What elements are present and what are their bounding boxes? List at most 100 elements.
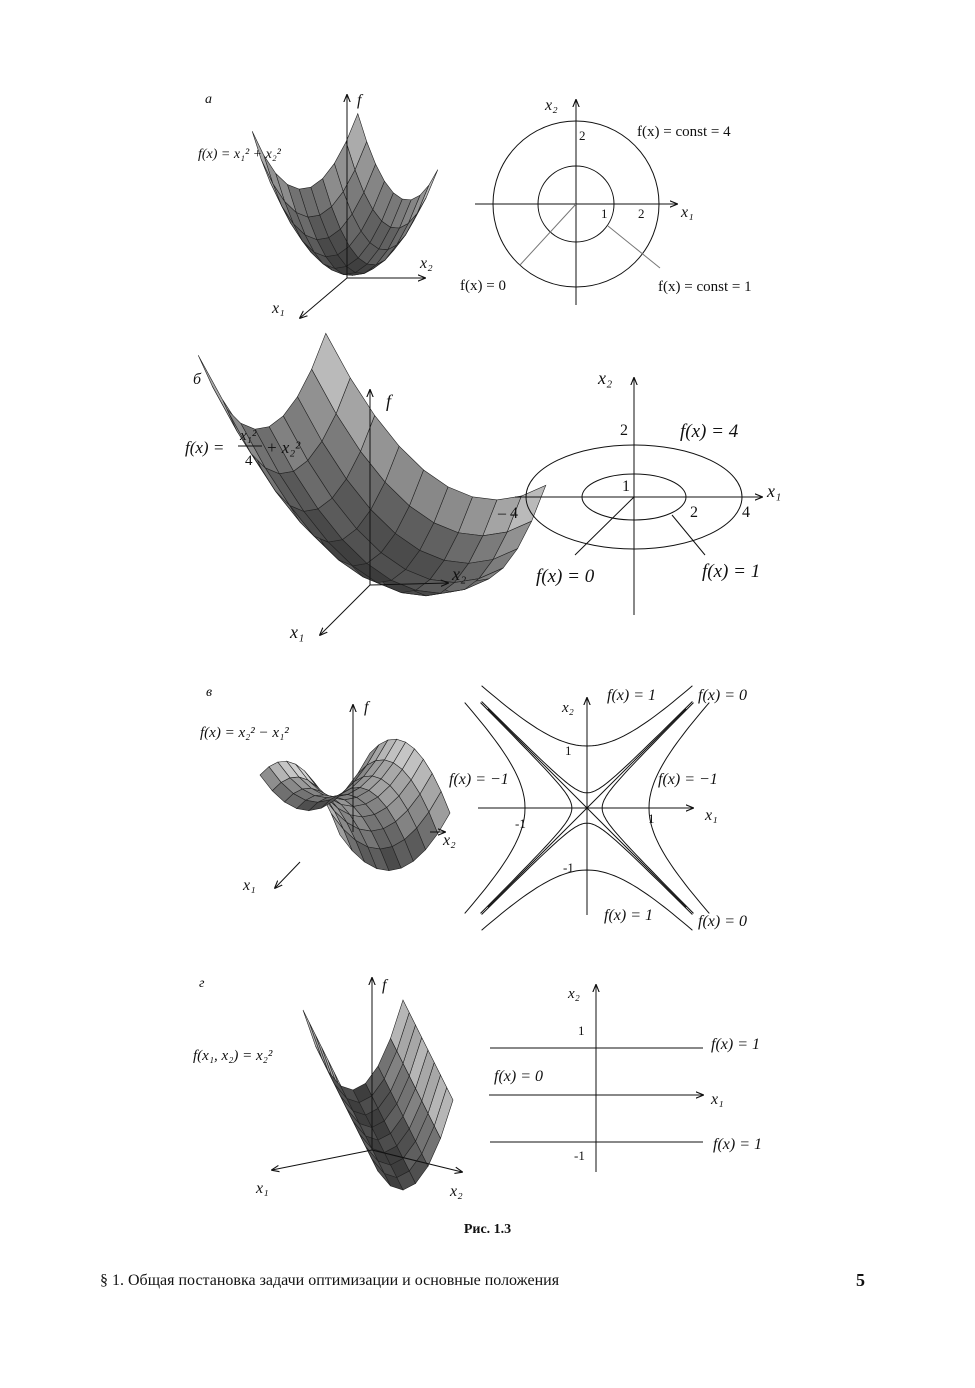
panel-a: а f(x) = x₁² + x₂² f x₂ x₁ x₂ x₁ 2 1 2 f…: [198, 92, 752, 318]
label-x2: x₂: [544, 97, 558, 114]
surface-patch: [197, 355, 238, 432]
leader-line: [519, 203, 577, 266]
level-label: f(x) = 1: [604, 907, 653, 924]
panel-d: г f(x₁, x₂) = x₂² f x₂ x₁ x₂ x₁ 1 -1 f(x…: [193, 976, 762, 1200]
level-label: f(x) = 0: [698, 913, 747, 930]
surface-patch: [251, 131, 274, 184]
surface-elliptic-paraboloid: [197, 332, 547, 597]
level-label: f(x) = 1: [711, 1036, 760, 1053]
surface-parabolic-cylinder: [302, 999, 454, 1191]
level-label: f(x) = const = 4: [637, 124, 731, 140]
formula: f(x) =: [185, 438, 224, 457]
formula: f(x₁, x₂) = x₂²: [193, 1048, 273, 1064]
axis-f-label: f: [386, 391, 394, 411]
figure-caption: Рис. 1.3: [463, 1222, 512, 1237]
formula: f(x) = x₁² + x₂²: [198, 147, 282, 162]
surface-patch: [302, 1009, 323, 1059]
level-curve: [481, 822, 693, 915]
axis-x1: [275, 861, 301, 888]
tick: 2: [638, 206, 645, 221]
level-curve-1: [537, 165, 615, 243]
axis-x1-label: x₁: [271, 300, 285, 317]
tick: 1: [601, 206, 608, 221]
axis-x2: [369, 583, 448, 585]
level-curve-4: [525, 444, 743, 550]
axis-f-label: f: [382, 977, 389, 994]
label-x1: x₁: [704, 807, 718, 824]
leader-line: [607, 225, 661, 269]
panel-letter: в: [206, 685, 212, 700]
surface-patch: [327, 1071, 348, 1099]
axis-x2-label: x₂: [449, 1183, 463, 1200]
axis-x1-label: x₁: [242, 877, 256, 894]
level-curve: [481, 701, 693, 794]
tick: 1: [622, 478, 630, 495]
panel-c: в f(x) = x₂² − x₁² f x₂ x₁ x₂ x₁ 1 -1 1 …: [200, 685, 747, 931]
level-curve: [480, 702, 573, 914]
axis-x1: [300, 277, 348, 318]
level-curve-1: [581, 473, 687, 521]
formula: + x₂²: [266, 438, 301, 457]
hyperbola-level-curves: [464, 685, 710, 931]
formula: f(x) = x₂² − x₁²: [200, 725, 289, 741]
tick: – 4: [497, 505, 518, 522]
surface-patch: [263, 155, 285, 202]
level-curve: [481, 869, 693, 931]
axis-x1-label: x₁: [255, 1180, 269, 1197]
level-label: f(x) = 1: [607, 687, 656, 704]
label-x2: x₂: [561, 700, 574, 716]
label-x1: x₁: [710, 1091, 724, 1108]
level-label: f(x) = 1: [713, 1136, 762, 1153]
panel-b: б f(x) = x₁² 4 + x₂² f x₂ x₁ x₂ x₁ 2 1 –…: [185, 368, 781, 642]
panel-letter: г: [199, 976, 205, 991]
axis-x1: [272, 1149, 373, 1170]
axis-x1: [320, 584, 371, 635]
level-label: f(x) = 4: [680, 421, 739, 442]
level-label: f(x) = 0: [460, 278, 506, 294]
axis-x2-label: x₂: [442, 832, 456, 849]
surface-patch: [416, 169, 439, 214]
level-curve: [481, 685, 693, 747]
surface-plots: [197, 112, 547, 1191]
level-label: f(x) = 0: [494, 1068, 543, 1085]
leader-line: [574, 496, 635, 556]
level-curve: [464, 702, 526, 914]
tick: 4: [742, 504, 750, 521]
tick: -1: [574, 1148, 585, 1163]
level-label: f(x) = const = 1: [658, 279, 752, 295]
tick: 2: [579, 128, 586, 143]
page-number: 5: [856, 1270, 865, 1290]
surface-patch: [259, 766, 282, 792]
surface-saddle: [259, 738, 451, 872]
tick: -1: [515, 816, 526, 831]
leader-line: [671, 514, 706, 556]
asymptote-line: [487, 708, 687, 908]
tick: -1: [563, 860, 574, 875]
axis-x2-label: x₂: [451, 564, 466, 584]
axis-f-label: f: [364, 699, 371, 716]
surface-paraboloid: [251, 112, 439, 276]
label-x1: x₁: [766, 481, 781, 501]
level-label: f(x) = −1: [658, 771, 718, 788]
level-curve: [601, 702, 694, 914]
level-curve: [648, 702, 710, 914]
axis-x2: [371, 1149, 462, 1172]
level-label: f(x) = −1: [449, 771, 509, 788]
axis-f-label: f: [357, 92, 364, 109]
label-x1: x₁: [680, 204, 694, 221]
tick: 1: [565, 743, 572, 758]
tick: 1: [648, 811, 655, 826]
level-label: f(x) = 0: [536, 566, 595, 587]
level-label: f(x) = 0: [698, 687, 747, 704]
level-label: f(x) = 1: [702, 561, 760, 582]
axis-x1-label: x₁: [289, 622, 304, 642]
level-curve-4: [492, 120, 660, 288]
tick: 2: [690, 504, 698, 521]
label-x2: x₂: [597, 368, 612, 388]
tick: 1: [578, 1023, 585, 1038]
axis-x2-label: x₂: [419, 255, 433, 272]
formula-numerator: x₁²: [239, 428, 257, 444]
panel-letter: а: [205, 92, 212, 107]
